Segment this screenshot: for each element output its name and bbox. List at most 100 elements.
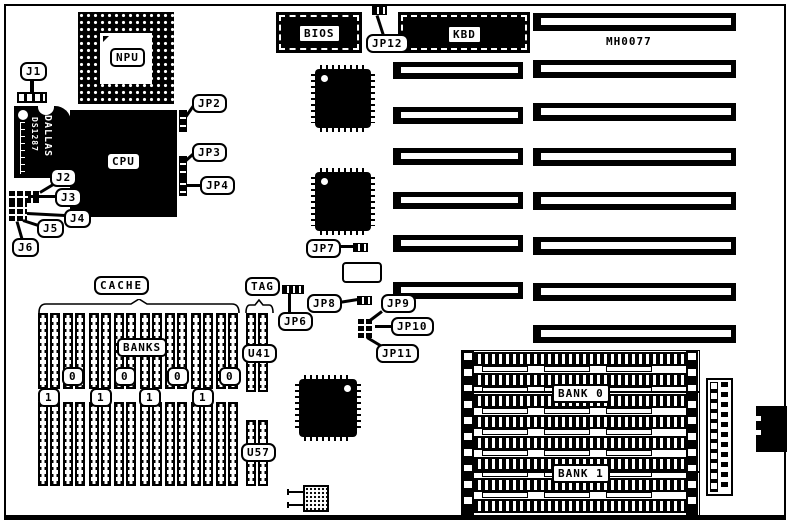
simm-edge-right <box>686 351 698 515</box>
cache-chip <box>63 402 85 486</box>
qfp-pins <box>320 231 366 235</box>
speaker-lead <box>288 504 303 506</box>
cache-bank0-label: 0 <box>219 367 241 386</box>
isa-slot-cavity <box>541 108 731 115</box>
jp3-jumper <box>179 156 187 176</box>
cache-bank1-label: 1 <box>90 388 112 407</box>
simm-socket <box>474 415 686 429</box>
jp4-jumper <box>179 176 187 196</box>
isa-slot-cavity <box>541 65 731 72</box>
isa-slot <box>533 60 736 78</box>
rtc-key-notch-icon <box>38 106 54 115</box>
npu-label: NPU <box>110 48 145 67</box>
jp2-jumper <box>179 110 187 132</box>
isa-slot <box>533 237 736 255</box>
crystal-oscillator <box>342 262 382 283</box>
tag-label-callout: TAG <box>245 277 280 296</box>
qfp-pins <box>304 437 352 441</box>
simm-gap <box>482 366 652 372</box>
tag-brace <box>245 299 274 313</box>
cache-chip <box>140 402 162 486</box>
cache-brace <box>38 299 240 313</box>
npu-socket <box>78 12 174 104</box>
isa-slot <box>533 13 736 31</box>
cache-chip <box>38 402 60 486</box>
jp4-leader-line <box>187 184 202 187</box>
rtc-brand-text: DALLAS <box>42 115 53 158</box>
qfp-pins <box>304 375 352 379</box>
simm-edge-left <box>462 351 474 515</box>
isa-slot-cavity <box>541 242 731 249</box>
isa-slot <box>533 148 736 166</box>
jp10-callout: JP10 <box>391 317 434 336</box>
isa-slot-cavity <box>541 197 731 204</box>
simm-gap <box>482 492 652 498</box>
cache-chip <box>89 313 111 389</box>
qfp-pins <box>311 177 315 226</box>
jp8-jumper <box>357 296 372 305</box>
isa-slot <box>533 103 736 121</box>
isa-slot-cavity <box>541 153 731 160</box>
u41-label: U41 <box>242 344 277 363</box>
j1-callout: J1 <box>20 62 48 81</box>
pin1-dot-icon <box>344 385 351 392</box>
qfp-pins <box>320 168 366 172</box>
cache-bank0-label: 0 <box>114 367 136 386</box>
jp4-callout: JP4 <box>200 176 235 195</box>
cache-bank1-label: 1 <box>139 388 161 407</box>
simm-socket <box>474 499 686 513</box>
keyboard-din-connector <box>756 406 787 452</box>
jp12-jumper <box>372 6 387 15</box>
jp8-callout: JP8 <box>307 294 342 313</box>
j2-jumper-block <box>9 190 40 203</box>
isa-slot-cavity <box>401 197 518 203</box>
kbd-chip <box>398 12 530 53</box>
jp7-leader-line <box>338 245 353 248</box>
qfp-pins <box>311 74 315 123</box>
power-connector-pins <box>721 382 728 492</box>
jp6-jumper <box>282 285 304 294</box>
simm-gap <box>482 450 652 456</box>
jp10-leader-line <box>375 325 391 328</box>
qfp-chip <box>311 168 375 235</box>
u57-label: U57 <box>241 443 276 462</box>
qfp-pins <box>371 177 375 226</box>
isa-slot-cavity <box>541 330 731 337</box>
rtc-model-text: DS1287 <box>30 117 39 152</box>
cache-chip <box>114 402 136 486</box>
isa-slot <box>393 62 523 79</box>
qfp-pins <box>320 128 366 132</box>
j6-callout: J6 <box>12 238 40 257</box>
cache-bank0-label: 0 <box>167 367 189 386</box>
speaker <box>303 485 329 512</box>
bios-dashed-outline <box>279 15 359 50</box>
isa-slot-cavity <box>541 288 731 295</box>
pin1-dot-icon <box>321 178 328 185</box>
cache-label-callout: CACHE <box>94 276 150 295</box>
isa-slot-cavity <box>401 240 518 246</box>
cache-chip <box>38 313 60 389</box>
simm-gap <box>482 429 652 435</box>
bank0-label: BANK 0 <box>552 384 610 403</box>
jp6-leader-line <box>288 294 291 312</box>
simm-socket <box>474 436 686 450</box>
qfp-pins <box>357 384 361 432</box>
cache-chip <box>89 402 111 486</box>
rtc-pin-row <box>20 122 25 174</box>
cache-chip <box>191 402 213 486</box>
qfp-chip <box>295 375 361 441</box>
isa-slot-cavity <box>401 153 518 159</box>
speaker-lead-cap <box>287 489 289 495</box>
j3-callout: J3 <box>55 188 83 207</box>
cache-chip <box>216 402 238 486</box>
cpu-label: CPU <box>106 152 141 171</box>
isa-slot-cavity <box>541 18 731 25</box>
j3-j6-jumper-block <box>9 203 27 221</box>
qfp-pins <box>371 74 375 123</box>
j5-callout: J5 <box>37 219 65 238</box>
jp7-callout: JP7 <box>306 239 341 258</box>
isa-slot <box>393 235 523 252</box>
din-notch <box>756 416 761 421</box>
power-connector-pins <box>710 382 718 492</box>
